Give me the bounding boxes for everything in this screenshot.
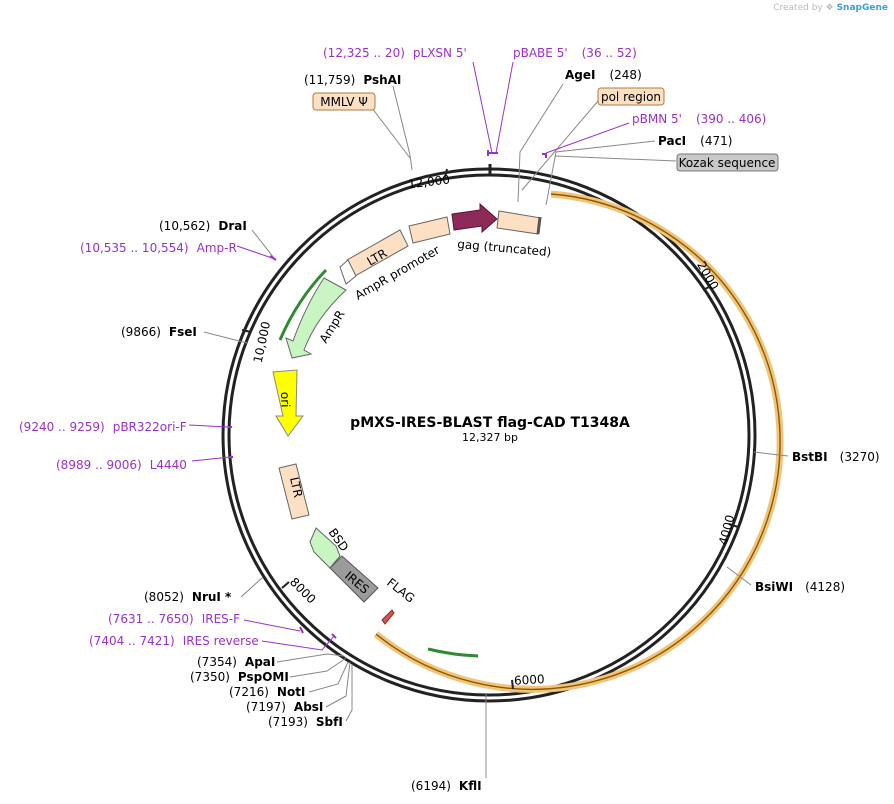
ampr-promoter-feature bbox=[339, 259, 357, 285]
kozak-feature bbox=[536, 216, 542, 235]
site-fsei: (9866)FseI bbox=[121, 325, 197, 339]
leader-mmlv bbox=[371, 107, 411, 159]
tick-label-12000: 12,000 bbox=[407, 172, 450, 191]
primer-iresrev-mark bbox=[331, 633, 337, 639]
leader-fsei bbox=[203, 331, 248, 344]
site-paci: PacI(471) bbox=[658, 134, 732, 148]
primer-ampr: (10,535 .. 10,554)Amp-R bbox=[80, 241, 237, 255]
pol-label: pol region bbox=[601, 90, 661, 104]
plasmid-size: 12,327 bp bbox=[462, 431, 518, 444]
tick-2000 bbox=[702, 285, 712, 291]
leader-l4440 bbox=[191, 456, 231, 462]
primer-iresf-mark bbox=[299, 626, 304, 634]
leader-pbmn bbox=[545, 122, 630, 154]
snapgene-credit: Created by ❖ SnapGene bbox=[773, 3, 888, 13]
leader-kozak bbox=[554, 155, 677, 162]
tick-6000 bbox=[511, 679, 514, 690]
tick-label-6000: 6000 bbox=[514, 672, 545, 688]
leader-paci bbox=[545, 140, 656, 206]
plasmid-title: pMXS-IRES-BLAST flag-CAD T1348A bbox=[350, 415, 630, 431]
primer-pbmn-mark bbox=[542, 153, 547, 158]
primer-iresrev: (7404 .. 7421)IRES reverse bbox=[89, 634, 259, 648]
ampr-feature bbox=[285, 277, 347, 359]
leader-ampr-primer bbox=[236, 245, 273, 259]
site-apai: (7354)ApaI bbox=[197, 655, 275, 669]
site-drai: (10,562)DraI bbox=[159, 219, 247, 233]
primer-ampr-mark bbox=[269, 255, 277, 261]
tick-12000 bbox=[444, 168, 448, 179]
leader-agei bbox=[517, 83, 564, 203]
site-nrui: (8052)NruI * bbox=[144, 590, 232, 604]
tick-8000 bbox=[281, 581, 290, 589]
leader-pol bbox=[521, 100, 599, 191]
site-bstbi: BstBI(3270) bbox=[792, 450, 880, 464]
tick-4000 bbox=[728, 523, 739, 528]
primer-plxsn-mark bbox=[487, 150, 498, 156]
leader-pspomi bbox=[289, 657, 347, 678]
credit-prefix: Created by bbox=[773, 3, 823, 13]
site-absi: (7197)AbsI bbox=[246, 700, 323, 714]
ori-feature bbox=[272, 369, 304, 437]
cad-insert-line bbox=[375, 193, 781, 690]
kozak-label: Kozak sequence bbox=[679, 156, 776, 170]
mmlv-box bbox=[312, 92, 376, 111]
site-pshai: (11,759)PshAI bbox=[304, 73, 401, 87]
primer-pbmn: pBMN 5'(390 .. 406) bbox=[632, 112, 766, 126]
primer-pbabe: pBABE 5'(36 .. 52) bbox=[513, 46, 637, 60]
primer-plxsn: (12,325 .. 20)pLXSN 5' bbox=[323, 46, 467, 60]
ltr-bottom-feature bbox=[278, 463, 310, 520]
credit-brand: SnapGene bbox=[836, 3, 888, 13]
mmlv-feature bbox=[408, 216, 451, 244]
site-noti: (7216)NotI bbox=[229, 685, 305, 699]
mmlv-label: MMLV Ψ bbox=[320, 95, 368, 109]
leader-sbfi bbox=[345, 664, 353, 722]
bsd-feature bbox=[309, 527, 341, 569]
leader-apai bbox=[276, 653, 345, 663]
leader-pbr322 bbox=[188, 424, 229, 428]
leader-drai bbox=[251, 229, 275, 259]
ori-label: ori bbox=[278, 392, 293, 408]
cad-insert-band bbox=[373, 190, 784, 693]
primer-l4440: (8989 .. 9006)L4440 bbox=[56, 458, 187, 472]
flag-label: FLAG bbox=[384, 575, 417, 605]
pol-feature bbox=[496, 210, 542, 235]
snapgene-logo-icon: ❖ bbox=[825, 3, 834, 13]
leader-bstbi bbox=[753, 451, 789, 457]
site-kfli: (6194)KflI bbox=[411, 779, 482, 793]
leader-absi bbox=[325, 661, 351, 708]
gag-label: gag (truncated) bbox=[457, 237, 552, 259]
leader-pshai bbox=[392, 85, 413, 171]
site-sbfi: (7193)SbfI bbox=[268, 715, 343, 729]
tick-10000 bbox=[241, 329, 252, 333]
ampr-arrow bbox=[278, 268, 328, 341]
primer-pbr322: (9240 .. 9259)pBR322ori-F bbox=[19, 420, 187, 434]
leader-iresf bbox=[243, 619, 301, 632]
leader-bsiwi bbox=[726, 566, 752, 586]
site-pspomi: (7350)PspOMI bbox=[190, 670, 289, 684]
leader-plxsn bbox=[472, 61, 493, 154]
leader-pbabe bbox=[495, 61, 514, 154]
gag-feature bbox=[451, 202, 498, 234]
site-bsiwi: BsiWI(4128) bbox=[755, 580, 845, 594]
primer-iresf: (7631 .. 7650)IRES-F bbox=[108, 612, 240, 626]
tick-label-8000: 8000 bbox=[287, 575, 318, 606]
leader-noti bbox=[308, 661, 349, 693]
leader-iresrev bbox=[261, 635, 335, 651]
pol-box bbox=[597, 87, 665, 106]
leader-nrui bbox=[240, 576, 264, 598]
ires-feature bbox=[329, 555, 379, 603]
cad-arrow bbox=[427, 647, 479, 658]
kozak-box bbox=[676, 153, 779, 172]
flag-feature bbox=[381, 609, 395, 625]
site-agei: AgeI(248) bbox=[565, 68, 642, 82]
ltr-bottom-label: LTR bbox=[287, 476, 305, 499]
